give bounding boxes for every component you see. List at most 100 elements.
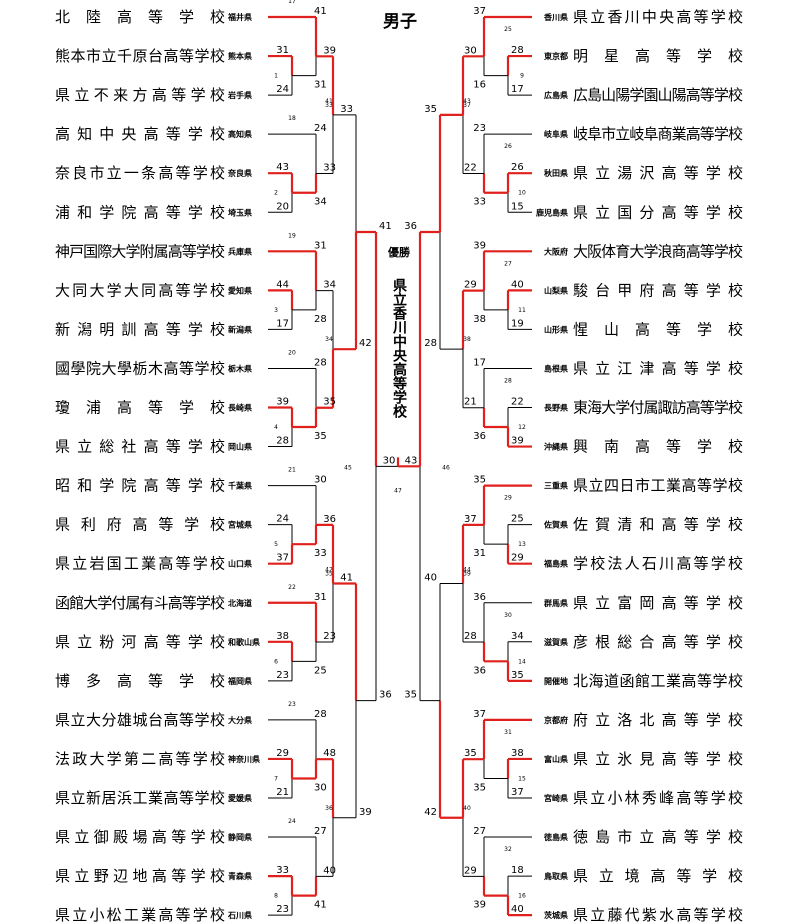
match-number: 32 [504,846,512,853]
match-number: 45 [344,464,352,471]
score-label: 31 [314,592,327,603]
score-label: 37 [473,6,486,17]
left-team-school: 大同大学大同高等学校 [55,281,225,299]
match-number: 25 [504,26,512,33]
left-team-school: 県立大分雄城台高等学校 [55,711,225,729]
right-team-pref: 富山県 [544,754,568,764]
right-team-pref: 沖縄県 [544,442,568,452]
match-number: 34 [325,336,333,343]
left-team-pref: 岡山県 [228,442,252,452]
left-team-school: 県立総社高等学校 [55,438,225,456]
match-number: 11 [518,307,526,314]
score-label: 19 [511,318,524,329]
bracket-title: 男子 [383,12,417,32]
score-label: 15 [511,201,524,212]
right-team-school: 県立氷見高等学校 [573,750,743,768]
match-number: 42 [325,566,333,573]
score-label: 20 [276,201,289,212]
score-label: 44 [276,279,289,290]
score-label: 36 [323,514,336,525]
score-label: 40 [511,904,524,915]
score-label: 31 [473,548,486,559]
match-number: 9 [520,73,524,80]
left-team-school: 県立小松工業高等学校 [55,906,225,923]
match-number: 47 [394,487,402,494]
score-label: 43 [276,162,289,173]
match-number: 3 [274,307,278,314]
left-team-school: 高知中央高等学校 [55,125,225,143]
right-team-school: 県立湯沢高等学校 [573,164,743,182]
score-label: 41 [314,900,327,911]
left-team-pref: 福井県 [227,12,252,22]
score-label: 16 [473,80,486,91]
right-team-pref: 鹿児島県 [536,207,568,217]
left-team-school: 新潟明訓高等学校 [55,320,225,338]
match-number: 39 [463,570,471,577]
left-team-school: 県立新居浜工業高等学校 [55,789,225,807]
score-label: 23 [473,123,486,134]
right-team-school: 県立小林秀峰高等学校 [573,789,743,807]
score-label: 29 [464,280,477,291]
score-label: 38 [511,748,524,759]
left-team-school: 県立不来方高等学校 [55,86,225,104]
left-team-pref: 宮城県 [228,520,252,530]
right-team-pref: 香川県 [543,12,568,22]
score-label: 34 [323,280,336,291]
champion-label: 優勝 [387,245,411,259]
right-team-school: 大阪体育大学浪商高等学校 [573,242,743,260]
right-team-pref: 秋田県 [543,168,568,178]
match-number: 33 [325,102,333,109]
right-team-school: 県立富岡高等学校 [573,594,743,612]
score-label: 42 [359,338,372,349]
score-label: 36 [473,592,486,603]
match-number: 46 [442,464,450,471]
score-label: 35 [314,431,327,442]
left-team-pref: 石川県 [227,910,252,920]
score-label: 28 [464,631,477,642]
match-number: 26 [504,143,512,150]
match-number: 43 [463,98,471,105]
right-team-pref: 長野県 [544,403,568,413]
right-team-school: 県立四日市工業高等学校 [573,477,743,495]
match-number: 30 [504,612,512,619]
match-number: 41 [325,98,333,105]
right-team-school: 県立境高等学校 [573,867,743,885]
match-number: 40 [463,805,471,812]
score-label: 33 [323,162,336,173]
score-label: 37 [464,514,477,525]
left-team-school: 北陸高等学校 [55,8,225,26]
score-label: 23 [323,631,336,642]
score-label: 25 [511,514,524,525]
right-team-pref: 滋賀県 [544,637,568,647]
left-team-pref: 岩手県 [227,90,252,100]
match-number: 21 [288,467,296,474]
right-team-school: 明星高等学校 [573,47,743,65]
score-label: 28 [424,338,437,349]
left-team-pref: 千葉県 [228,481,252,491]
score-label: 28 [276,436,289,447]
left-team-school: 熊本市立千原台高等学校 [55,47,225,65]
score-label: 35 [424,104,437,115]
left-team-pref: 愛媛県 [228,793,252,803]
left-team-school: 法政大学第二高等学校 [55,750,225,768]
score-label: 42 [424,807,437,818]
match-number: 31 [504,729,512,736]
score-label: 28 [511,45,524,56]
left-team-pref: 山口県 [228,559,252,569]
right-team-school: 佐賀清和高等学校 [573,516,743,534]
right-team-school: 北海道函館工業高等学校 [573,672,743,690]
score-label: 36 [379,690,392,701]
score-label: 48 [323,748,336,759]
match-number: 28 [504,377,512,384]
score-label: 41 [314,6,327,17]
score-label: 36 [473,431,486,442]
left-team-pref: 和歌山県 [228,637,260,647]
match-number: 7 [274,775,278,782]
score-label: 23 [276,670,289,681]
score-label: 24 [276,84,289,95]
left-team-pref: 北海道 [228,598,252,608]
score-label: 35 [473,475,486,486]
right-team-school: 徳島市立高等学校 [573,828,743,846]
match-number: 10 [518,190,526,197]
score-label: 29 [464,865,477,876]
